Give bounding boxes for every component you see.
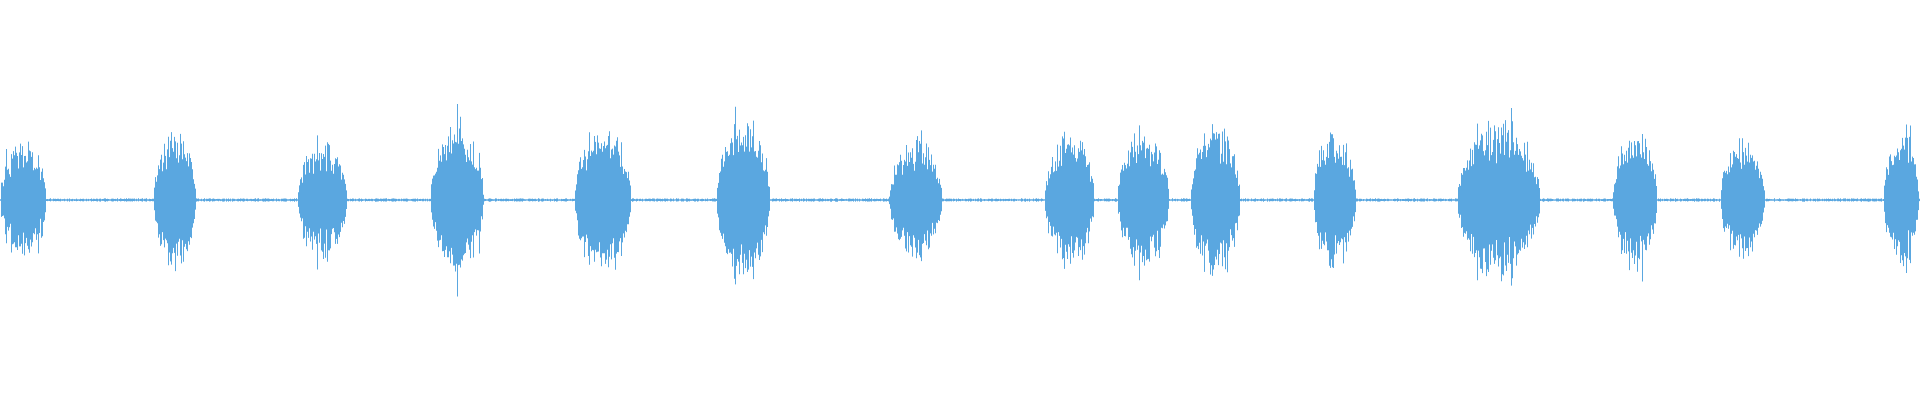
- waveform-strokes: [0, 104, 1920, 297]
